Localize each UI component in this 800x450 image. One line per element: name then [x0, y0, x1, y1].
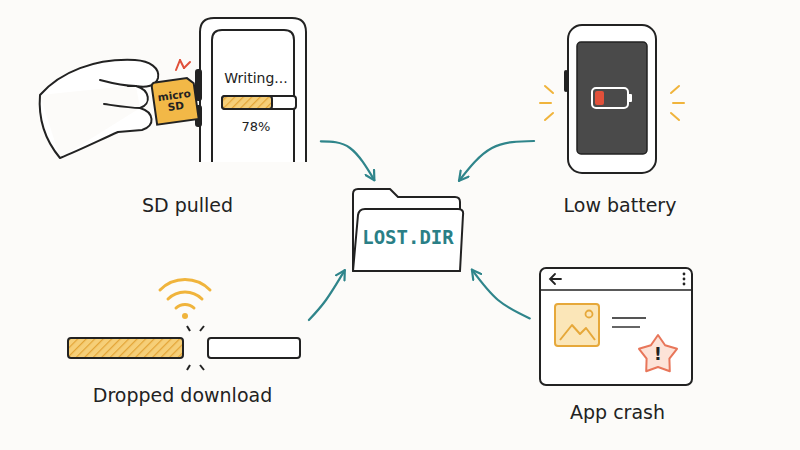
wifi-arc [168, 292, 202, 299]
phone-sketch [196, 18, 306, 162]
battery-nub [628, 94, 632, 102]
ray-line [545, 113, 553, 120]
progress-percent: 78% [226, 120, 286, 134]
spark-line [176, 60, 180, 70]
wifi-dot [182, 313, 188, 319]
phone-button [196, 70, 201, 100]
phone-button [564, 70, 568, 92]
sd-card-body [151, 77, 198, 124]
app-window [540, 268, 692, 385]
image-sun [586, 311, 593, 318]
spark-mark [176, 60, 190, 70]
battery-level [595, 91, 604, 105]
break-mark [200, 326, 204, 331]
wifi-symbol [160, 279, 210, 319]
window-bar-line [540, 289, 692, 291]
flow-arrow [309, 270, 345, 320]
cause-illustration: SD pulled [60, 20, 315, 220]
progress-fill [222, 96, 272, 109]
ray-line [671, 86, 679, 93]
flow-arrow [321, 141, 375, 180]
hand-finger-line [100, 80, 140, 108]
break-mark [187, 365, 190, 370]
back-arrow-icon [550, 274, 561, 284]
bar-filled-part [68, 338, 183, 358]
card-label: micro SD [155, 87, 196, 114]
phone-screen [577, 42, 647, 154]
window-frame [540, 268, 692, 385]
folder-node: LOST.DIR [348, 185, 468, 275]
ray-line [673, 102, 684, 104]
download-bar [68, 326, 300, 370]
node-caption: App crash [570, 401, 665, 423]
menu-dot [683, 283, 686, 286]
bar-empty-part [208, 338, 300, 358]
folder-front [353, 209, 463, 271]
image-icon [555, 304, 599, 346]
wifi-arc [160, 279, 210, 290]
flow-arrow [459, 141, 534, 181]
error-mark: ! [648, 346, 668, 364]
image-mountain [560, 325, 595, 340]
hand-outline [40, 60, 159, 158]
alert-rays [540, 86, 684, 120]
error-burst [639, 335, 677, 371]
menu-dot [683, 278, 686, 281]
wifi-arc [176, 304, 194, 308]
phone-body [200, 18, 306, 162]
ray-line [545, 86, 553, 93]
cause-illustration: Low battery [540, 20, 700, 220]
node-caption: SD pulled [142, 194, 233, 216]
flow-arrow [472, 270, 530, 319]
battery-icon [592, 88, 628, 108]
spark-line [184, 62, 190, 68]
battery-phone [540, 25, 684, 173]
node-caption: Low battery [564, 194, 677, 216]
menu-dot [683, 273, 686, 276]
screen-text: Writing... [211, 71, 301, 86]
break-mark [187, 326, 190, 331]
cause-illustration: App crash [535, 262, 700, 427]
text-line [612, 317, 646, 319]
cause-illustration: Dropped download [60, 270, 305, 410]
phone-body [568, 25, 656, 173]
break-mark [200, 365, 204, 370]
progress-bar [222, 96, 296, 109]
node-caption: LOST.DIR [362, 226, 454, 248]
sd-card [151, 77, 198, 124]
ray-line [540, 102, 551, 104]
text-line [612, 326, 640, 328]
node-caption: Dropped download [93, 384, 272, 406]
ray-line [671, 113, 679, 120]
hand-sketch [40, 60, 159, 158]
spark-line [180, 60, 184, 68]
